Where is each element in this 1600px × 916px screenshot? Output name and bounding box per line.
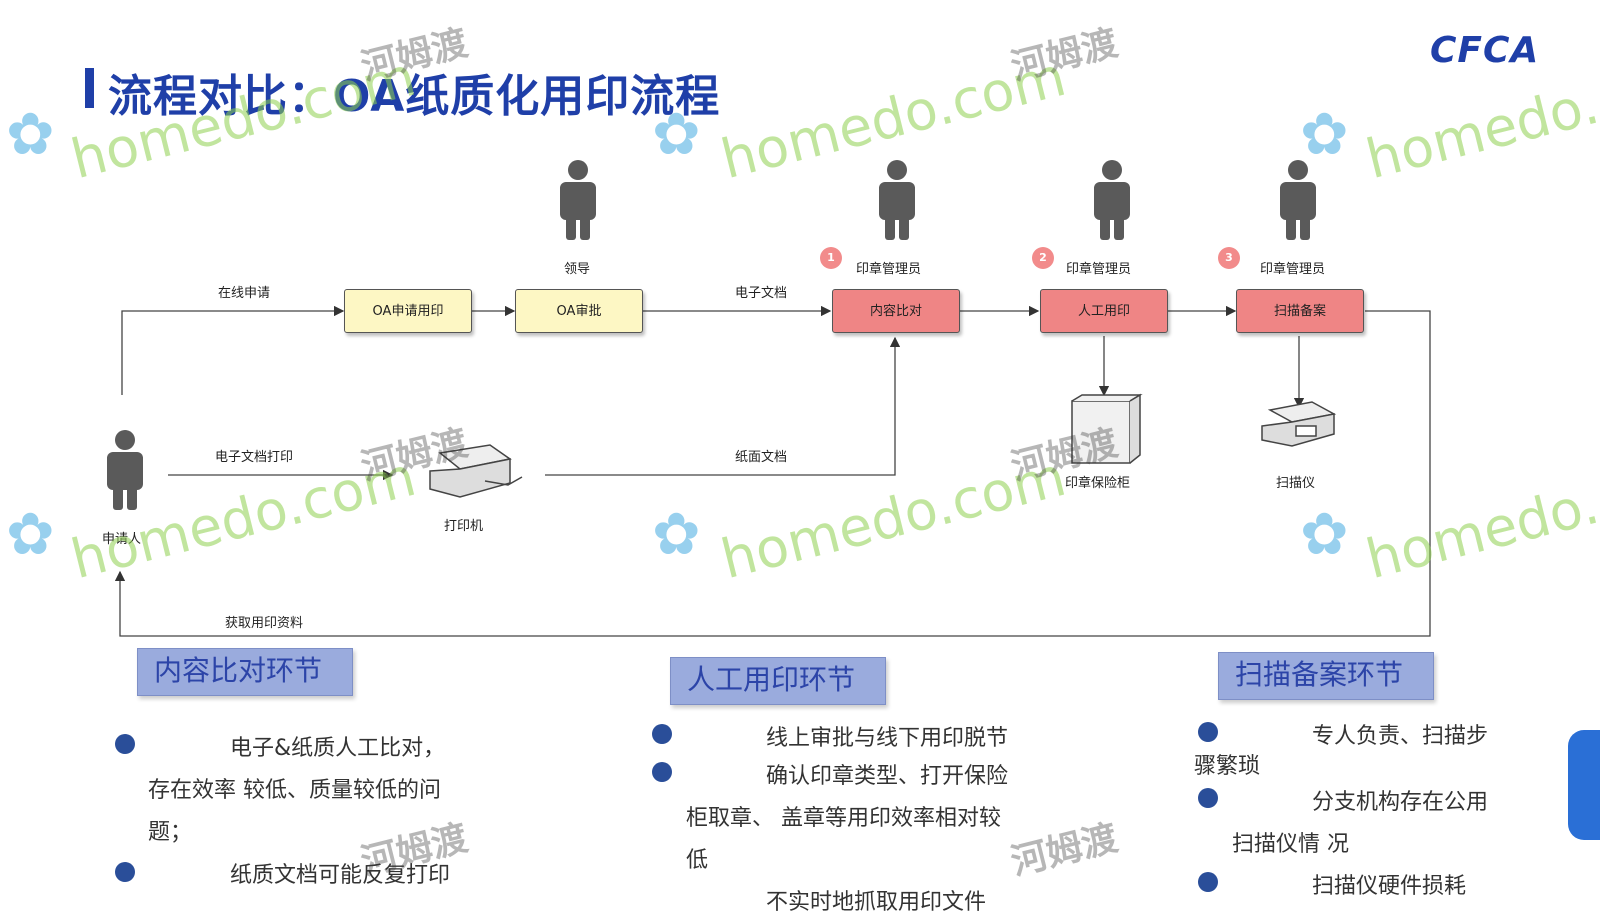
bullet-dot: [115, 734, 135, 754]
scan-line-2: 骤繁琐: [1194, 754, 1261, 779]
scan-line-1: 专人负责、扫描步: [1312, 724, 1489, 749]
seal-line-1: 线上审批与线下用印脱节: [766, 726, 1009, 751]
printer-icon: [429, 444, 523, 498]
seal-line-2: 确认印章类型、打开保险: [766, 764, 1009, 789]
step-manual-seal: 人工用印: [1040, 289, 1168, 333]
section-seal-header: 人工用印环节: [670, 657, 886, 705]
role-leader: 领导: [564, 262, 591, 277]
seal-line-5: 不实时地抓取用印文件: [766, 890, 987, 915]
step-badge-2: 2: [1032, 247, 1054, 269]
role-seal-admin-3: 印章管理员: [1260, 262, 1326, 277]
label-online-apply: 在线申请: [218, 286, 271, 301]
edge-decoration: [1568, 730, 1600, 840]
bullet-dot: [1198, 872, 1218, 892]
step-content-compare: 内容比对: [832, 289, 960, 333]
label-safe: 印章保险柜: [1065, 476, 1131, 491]
scan-line-4: 扫描仪情 况: [1232, 832, 1349, 857]
role-seal-admin-2: 印章管理员: [1066, 262, 1132, 277]
step-badge-1: 1: [820, 247, 842, 269]
step-scan-archive: 扫描备案: [1236, 289, 1364, 333]
flower-watermark-icon: ✿: [652, 500, 701, 568]
role-applicant: 申请人: [102, 532, 142, 547]
safe-icon: [1071, 393, 1143, 464]
bullet-dot: [115, 862, 135, 882]
label-scanner: 扫描仪: [1276, 476, 1316, 491]
label-print-electronic: 电子文档打印: [215, 450, 294, 465]
label-printer: 打印机: [444, 519, 484, 534]
seal-line-4: 低: [686, 848, 709, 873]
label-fetch-materials: 获取用印资料: [225, 616, 304, 631]
scanner-icon: [1261, 401, 1337, 447]
compare-line-4: 纸质文档可能反复打印: [230, 863, 451, 888]
compare-line-2: 存在效率 较低、质量较低的问: [148, 778, 441, 803]
step-oa-apply: OA申请用印: [344, 289, 472, 333]
bullet-dot: [652, 724, 672, 744]
flower-watermark-icon: ✿: [6, 500, 55, 568]
role-seal-admin-1: 印章管理员: [856, 262, 922, 277]
section-compare-header: 内容比对环节: [137, 648, 353, 696]
seal-line-3: 柜取章、 盖章等用印效率相对较: [686, 806, 1001, 831]
slide-title: 流程对比：OA纸质化用印流程: [108, 71, 721, 122]
compare-line-3: 题；: [148, 820, 193, 845]
compare-line-1: 电子&纸质人工比对，: [230, 736, 446, 761]
person-icons: [107, 160, 1316, 510]
label-paper-doc: 纸面文档: [735, 450, 788, 465]
step-oa-approve: OA审批: [515, 289, 643, 333]
scan-line-3: 分支机构存在公用: [1312, 790, 1489, 815]
scan-line-5: 扫描仪硬件损耗: [1312, 874, 1467, 899]
bullet-dot: [1198, 722, 1218, 742]
step-badge-3: 3: [1218, 247, 1240, 269]
flower-watermark-icon: ✿: [652, 100, 701, 168]
bullet-dot: [1198, 788, 1218, 808]
flower-watermark-icon: ✿: [1300, 500, 1349, 568]
flower-watermark-icon: ✿: [1300, 100, 1349, 168]
section-scan-header: 扫描备案环节: [1218, 652, 1434, 700]
label-electronic-doc: 电子文档: [735, 286, 788, 301]
cfca-logo: CFCA: [1430, 30, 1540, 71]
title-accent-bar: [85, 68, 94, 108]
bullet-dot: [652, 762, 672, 782]
flower-watermark-icon: ✿: [6, 100, 55, 168]
